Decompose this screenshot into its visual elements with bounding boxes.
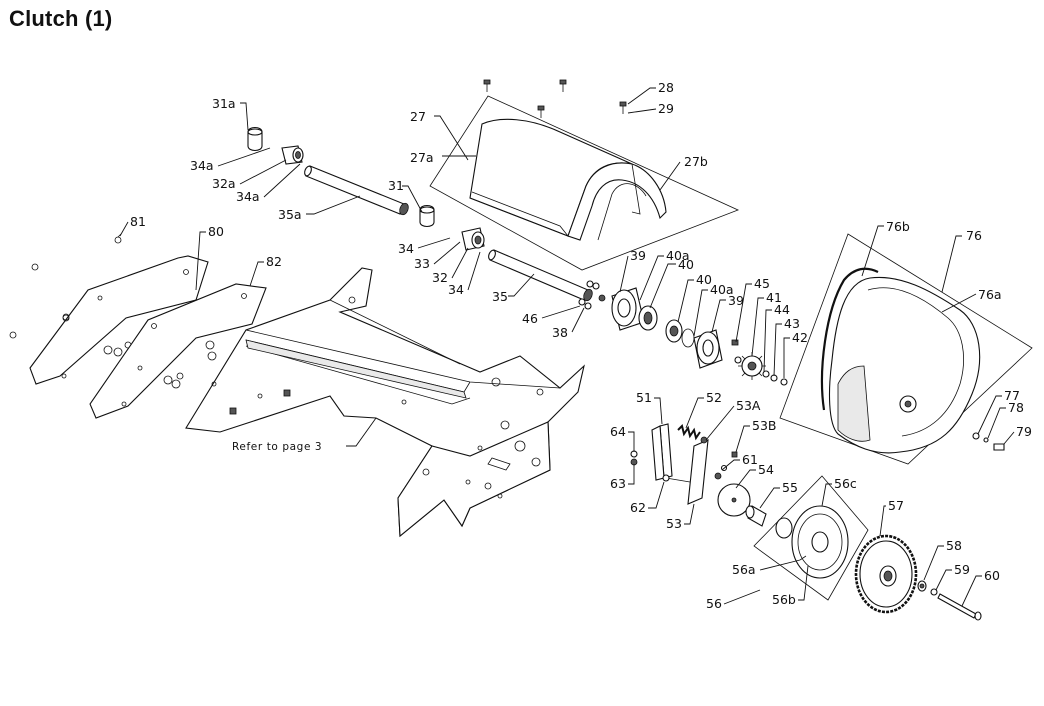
cover-27 <box>429 95 740 271</box>
callout-63: 63 <box>610 476 626 491</box>
callout-42: 42 <box>792 330 808 345</box>
callout-59: 59 <box>954 562 970 577</box>
chain-guard-76 <box>779 233 1033 465</box>
callout-56a: 56a <box>732 562 756 577</box>
callout-51: 51 <box>636 390 652 405</box>
callout-labels: 28 29 27 27a 27b 31a 34a 32a 34a 35a 31 … <box>130 80 1032 611</box>
disc-54 <box>717 483 751 517</box>
bearing-39-left <box>611 287 645 331</box>
refer-note: Refer to page 3 <box>232 441 322 453</box>
clutch-56 <box>753 475 869 601</box>
callout-58: 58 <box>946 538 962 553</box>
callout-34-top: 34 <box>398 241 414 256</box>
callout-53A: 53A <box>736 398 761 413</box>
callout-32a: 32a <box>212 176 236 191</box>
side-plate-80 <box>29 255 209 385</box>
callout-39-lower: 39 <box>728 293 744 308</box>
callout-53: 53 <box>666 516 682 531</box>
callout-82: 82 <box>266 254 282 269</box>
callout-53B: 53B <box>752 418 776 433</box>
callout-40-lower: 40 <box>696 272 712 287</box>
page-title: Clutch (1) <box>9 6 113 31</box>
side-plate-82 <box>89 283 267 419</box>
small-parts-61-64 <box>630 450 738 480</box>
callout-35a: 35a <box>278 207 302 222</box>
bolt-28 <box>483 79 627 118</box>
callout-44: 44 <box>774 302 790 317</box>
callout-77: 77 <box>1004 388 1020 403</box>
callout-76b: 76b <box>886 219 910 234</box>
bearing-40-left <box>638 305 658 331</box>
callout-40a-lower: 40a <box>710 282 734 297</box>
leader-lines <box>119 87 1015 607</box>
callout-29: 29 <box>658 101 674 116</box>
callout-40a-top: 40a <box>666 248 690 263</box>
callout-45: 45 <box>754 276 770 291</box>
callout-38: 38 <box>552 325 568 340</box>
callout-27: 27 <box>410 109 426 124</box>
callout-61: 61 <box>742 452 758 467</box>
callout-76a: 76a <box>978 287 1002 302</box>
callout-34a-top: 34a <box>190 158 214 173</box>
callout-64: 64 <box>610 424 626 439</box>
bearing-40-right <box>665 319 695 348</box>
callout-54: 54 <box>758 462 774 477</box>
callout-60: 60 <box>984 568 1000 583</box>
callout-52: 52 <box>706 390 722 405</box>
bearing-39-right <box>693 329 723 369</box>
callout-79: 79 <box>1016 424 1032 439</box>
callout-34a-bottom: 34a <box>236 189 260 204</box>
callout-56b: 56b <box>772 592 796 607</box>
callout-62: 62 <box>630 500 646 515</box>
callout-39-top: 39 <box>630 248 646 263</box>
callout-81: 81 <box>130 214 146 229</box>
callout-34-bottom: 34 <box>448 282 464 297</box>
callout-55: 55 <box>782 480 798 495</box>
callout-31: 31 <box>388 178 404 193</box>
callout-76: 76 <box>966 228 982 243</box>
callout-27a: 27a <box>410 150 434 165</box>
hub-55 <box>745 505 767 527</box>
shaft-35a <box>247 126 435 228</box>
shaft-35 <box>461 227 606 310</box>
main-frame <box>185 267 585 538</box>
callout-46: 46 <box>522 311 538 326</box>
callout-31a: 31a <box>212 96 236 111</box>
bolt-58-60 <box>917 580 982 621</box>
callout-43: 43 <box>784 316 800 331</box>
callout-78: 78 <box>1008 400 1024 415</box>
callout-35: 35 <box>492 289 508 304</box>
lever-53 <box>662 436 709 505</box>
callout-57: 57 <box>888 498 904 513</box>
callout-56c: 56c <box>834 476 857 491</box>
callout-41: 41 <box>766 290 782 305</box>
callout-27b: 27b <box>684 154 708 169</box>
sprocket-57 <box>854 534 918 614</box>
callout-56: 56 <box>706 596 722 611</box>
callout-80: 80 <box>208 224 224 239</box>
spring-52 <box>677 424 701 441</box>
callout-33: 33 <box>414 256 430 271</box>
callout-28: 28 <box>658 80 674 95</box>
lever-51 <box>651 423 673 481</box>
callout-40-top: 40 <box>678 257 694 272</box>
callout-32: 32 <box>432 270 448 285</box>
sprocket-41 <box>731 339 788 386</box>
